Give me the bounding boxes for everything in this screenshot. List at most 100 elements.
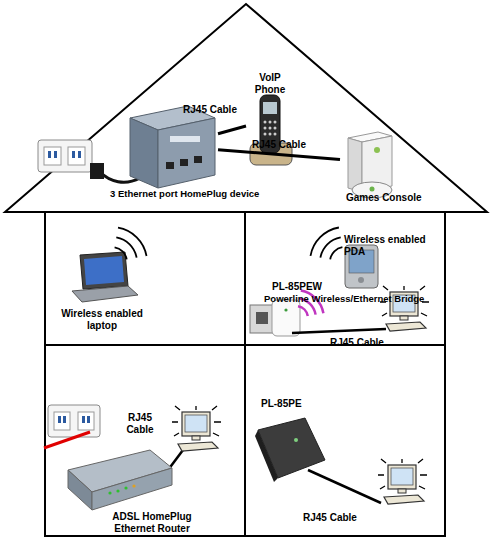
powerline-wireless-bridge xyxy=(284,308,287,311)
games-console xyxy=(370,187,375,192)
wifi-waves xyxy=(116,237,136,257)
adsl-router xyxy=(68,450,172,510)
laptop xyxy=(80,252,128,289)
device-node: 3 Ethernet port HomePlug device xyxy=(128,106,218,186)
powerline-adapter xyxy=(258,418,325,478)
wifi-waves xyxy=(115,247,127,259)
device-node: Wireless enabled laptop xyxy=(70,250,138,300)
device-node: ADSL HomePlug Ethernet Router xyxy=(62,445,174,511)
cable-label: RJ45 Cable xyxy=(122,412,158,436)
voip-phone xyxy=(264,127,267,130)
cable-label: RJ45 Cable xyxy=(330,337,410,349)
device-node: Games Console xyxy=(340,130,402,194)
wall-socket xyxy=(38,140,92,172)
powerline-wireless-bridge xyxy=(250,305,274,333)
cable-label: RJ45 Cable xyxy=(183,104,237,116)
homeplug-device xyxy=(180,159,188,166)
voip-phone xyxy=(274,121,277,124)
adsl-router xyxy=(68,470,92,510)
wall-socket xyxy=(78,412,94,430)
voip-phone xyxy=(274,127,277,130)
wall-socket xyxy=(54,151,57,158)
device-label: Wireless enabled laptop xyxy=(54,308,150,332)
device-label: 3 Ethernet port HomePlug device xyxy=(110,188,292,199)
voip-phone xyxy=(264,121,267,124)
device-node: VoIP Phone xyxy=(246,72,294,167)
device-node: PL-85PE xyxy=(253,412,328,482)
wall-socket xyxy=(48,405,100,437)
cable-label: RJ45 Cable xyxy=(252,139,306,151)
device-label: Powerline Wireless/Ethernet Bridge xyxy=(264,293,450,304)
wall-socket xyxy=(58,416,61,423)
homeplug-device xyxy=(170,136,200,142)
powerline-wireless-bridge xyxy=(256,312,268,324)
voip-phone xyxy=(263,102,277,114)
computer xyxy=(172,286,429,504)
adsl-router xyxy=(132,484,135,487)
wifi-waves xyxy=(320,237,340,257)
wall-socket xyxy=(48,405,100,437)
phone-line xyxy=(44,432,90,448)
wall-socket xyxy=(87,416,90,423)
homeplug-device xyxy=(90,163,104,179)
wifi-waves xyxy=(311,228,339,256)
voip-phone xyxy=(274,133,277,136)
laptop xyxy=(72,252,138,302)
powerline-wireless-bridge xyxy=(272,300,300,336)
wifi-waves xyxy=(118,228,147,256)
house-outline xyxy=(5,4,487,536)
cable-label: RJ45 Cable xyxy=(303,512,383,524)
wifi-waves xyxy=(330,247,342,259)
adsl-router xyxy=(92,468,172,510)
powerline-wireless-bridge xyxy=(298,306,308,316)
device-label: PL-85PE xyxy=(261,398,321,410)
homeplug-device xyxy=(158,118,215,188)
device-label: Games Console xyxy=(346,192,446,204)
games-console xyxy=(348,132,392,198)
pda xyxy=(358,277,364,283)
wall-socket xyxy=(68,147,85,165)
house-outline xyxy=(244,212,246,536)
house-outline xyxy=(45,344,445,346)
adsl-router xyxy=(124,486,127,489)
device-label: Wireless enabled PDA xyxy=(344,234,436,258)
voip-phone xyxy=(269,121,272,124)
voip-phone xyxy=(264,133,267,136)
computer xyxy=(380,286,429,331)
powerline-adapter xyxy=(255,418,325,482)
ethernet-cable xyxy=(292,329,386,333)
homeplug-device xyxy=(130,118,158,188)
computer xyxy=(172,406,221,451)
laptop xyxy=(72,286,138,302)
wifi-waves xyxy=(115,228,343,260)
homeplug-device xyxy=(166,162,174,169)
games-console xyxy=(374,147,380,153)
device-node: Wireless enabled PDA xyxy=(338,240,388,288)
wall-socket xyxy=(78,151,81,158)
homeplug-device xyxy=(90,106,215,188)
wall-socket xyxy=(82,416,85,423)
device-label: VoIP Phone xyxy=(246,72,294,96)
voip-phone xyxy=(269,133,272,136)
wall-socket xyxy=(38,140,92,172)
powerline-adapter xyxy=(294,438,298,442)
device-label: PL-85PEW xyxy=(272,281,322,293)
house-outline xyxy=(45,212,445,536)
powerline-adapter xyxy=(255,430,278,482)
laptop xyxy=(84,256,124,285)
homeplug-device xyxy=(194,156,202,163)
voip-phone xyxy=(269,127,272,130)
ethernet-cable xyxy=(308,470,381,503)
adsl-router xyxy=(116,489,119,492)
device-node: PL-85PEWPowerline Wireless/Ethernet Brid… xyxy=(248,298,304,338)
wall-socket xyxy=(54,412,70,430)
wall-socket xyxy=(48,151,51,158)
wall-socket xyxy=(44,147,61,165)
house-outline xyxy=(5,4,487,212)
ethernet-cable xyxy=(168,329,386,503)
wall-socket xyxy=(72,151,75,158)
rj45-cable xyxy=(218,150,340,160)
